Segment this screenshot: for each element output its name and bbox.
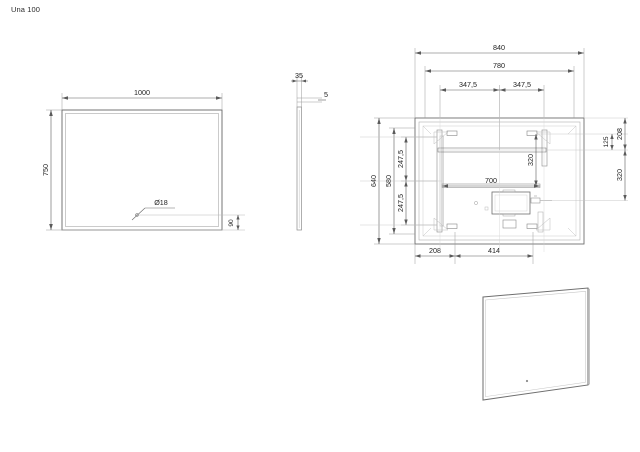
front-elevation-view: 1000 750 Ø18 90 [41, 88, 245, 231]
hole-diameter-label: Ø18 [154, 198, 168, 207]
rear-arrow-780-left [425, 69, 431, 73]
rear-arrow-half-left-b [493, 88, 500, 92]
front-offset-arrow-top [236, 215, 240, 220]
iso-panel-inner-frame [485, 291, 586, 397]
side-depth-arrow-right [301, 79, 306, 83]
rear-arrow-half-left-a [440, 88, 446, 92]
rear-bottom-centre-label: 414 [488, 246, 500, 255]
rear-inner-width-label: 780 [493, 61, 505, 70]
rear-junction-block [502, 219, 517, 229]
rear-bracket-top-left [446, 130, 458, 136]
rear-arrow-320r-bottom [623, 195, 627, 201]
rear-bottom-left-label: 208 [429, 246, 441, 255]
rear-driver-box-clip-top [502, 189, 516, 193]
rear-gusset-bottom-right [535, 217, 551, 231]
side-thickness-label: 5 [324, 90, 328, 99]
front-width-arrow-left [62, 96, 68, 100]
rear-half-width-left-label: 347,5 [459, 80, 477, 89]
rear-driver-box-clip-bottom [502, 213, 516, 217]
rear-arrow-780-right [568, 69, 574, 73]
rear-arrow-half-h-a [404, 137, 408, 143]
rear-right-lower-label: 320 [615, 169, 624, 181]
rear-bracket-bottom-left [446, 223, 458, 229]
rear-bracket-top-right [526, 130, 538, 136]
rear-assembly-view: 840 780 347,5 347,5 [360, 43, 628, 264]
rear-driver-box [491, 191, 531, 215]
hole-leader-diagonal [131, 207, 146, 221]
rear-arrow-half-right-b [538, 88, 544, 92]
rear-arrow-125-top [610, 134, 614, 139]
front-offset-arrow-bottom [236, 225, 240, 230]
rear-arrow-half-h-d [404, 219, 408, 225]
rear-arrow-640-top [377, 118, 381, 124]
rear-half-height-bottom-label: 247,5 [396, 194, 405, 212]
iso-touch-sensor-dot [525, 379, 529, 383]
rear-arrow-700-left [442, 184, 448, 188]
rear-half-width-right-label: 347,5 [513, 80, 531, 89]
rear-rail-right-lower [537, 211, 544, 233]
front-width-arrow-right [216, 96, 222, 100]
rear-chamfer-tl [422, 125, 432, 135]
front-offset-label: 90 [228, 219, 235, 227]
rear-arrow-half-right-a [499, 88, 506, 92]
rear-arrow-580-top [392, 128, 396, 134]
rear-arrow-580-bottom [392, 228, 396, 234]
rear-arrow-208b-left [415, 254, 421, 258]
rear-arrow-320-inner-top [534, 134, 538, 140]
iso-edge-highlight-bottom [587, 383, 590, 386]
rear-chamfer-br [567, 227, 577, 237]
rear-small-fitting [484, 206, 489, 211]
front-height-arrow-top [49, 110, 53, 116]
rear-arrow-320-inner-bottom [534, 180, 538, 186]
rear-arrow-840-right [578, 51, 584, 55]
rear-overall-width-label: 840 [493, 43, 505, 52]
rear-bracket-bottom-right [526, 223, 538, 229]
rear-arrow-414-left [455, 254, 461, 258]
front-width-label: 1000 [134, 88, 150, 97]
rear-arrow-840-left [415, 51, 421, 55]
side-panel-body [296, 106, 302, 231]
rear-arrow-125-bottom [610, 145, 614, 150]
side-profile-view: 35 5 [291, 71, 328, 231]
rear-half-height-top-label: 247,5 [396, 150, 405, 168]
page-title: Una 100 [11, 5, 41, 14]
front-height-arrow-bottom [49, 224, 53, 230]
rear-arrow-320r-top [623, 150, 627, 156]
iso-edge-highlight-top [587, 287, 590, 290]
rear-arrow-half-h-b [404, 175, 408, 181]
iso-panel-outline [482, 287, 589, 401]
rear-arrow-half-h-c [404, 181, 408, 187]
rear-arrow-208r-bottom [623, 144, 627, 150]
rear-rail-span-label: 700 [485, 176, 497, 185]
rear-chamfer-tr [567, 125, 577, 135]
rear-arrow-208b-right [449, 254, 455, 258]
rear-arrow-414-right [527, 254, 533, 258]
front-height-label: 750 [41, 164, 50, 176]
front-panel-inner-frame [65, 113, 219, 227]
rear-top-offset-label: 125 [603, 136, 610, 147]
rear-sensor-dot [474, 201, 478, 205]
rear-right-upper-label: 208 [615, 128, 624, 140]
side-depth-label: 35 [295, 71, 303, 80]
rear-arrow-208r-top [623, 118, 627, 124]
rear-chamfer-bl [422, 227, 432, 237]
rear-gusset-top-left [433, 131, 449, 145]
rear-cable-connector [530, 197, 541, 204]
rear-arrow-640-bottom [377, 238, 381, 244]
rear-gusset-bottom-left [433, 217, 449, 231]
rear-arrow-700-right [534, 184, 540, 188]
rear-gusset-top-right [535, 131, 551, 145]
isometric-view [482, 287, 590, 401]
rear-rail-drop-label: 320 [526, 154, 535, 166]
side-depth-arrow-left [292, 79, 297, 83]
rear-driver-box-inner [494, 194, 528, 212]
front-panel-outline [61, 109, 223, 231]
